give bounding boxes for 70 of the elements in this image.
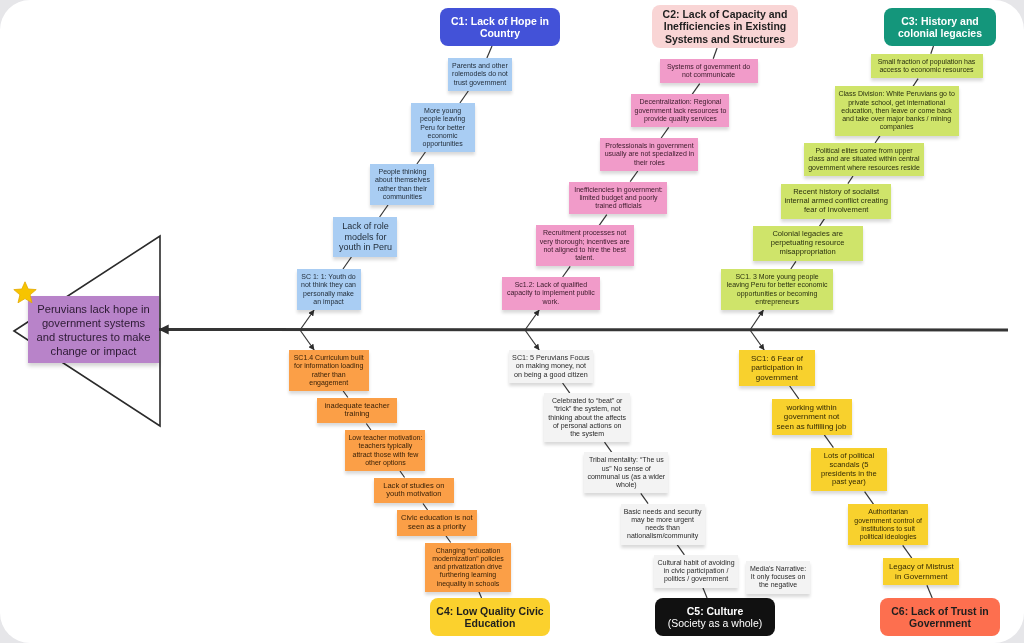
connector-line: [416, 151, 426, 165]
category-box: [652, 5, 798, 48]
connector-line: [702, 587, 708, 599]
note-text: Lack of role models for youth in Peru: [337, 221, 393, 253]
connector-line: [603, 441, 613, 453]
note-text: Legacy of Mistrust in Government: [887, 562, 955, 582]
connector-line: [629, 170, 639, 183]
connector-line: [486, 45, 493, 59]
connector-line: [640, 492, 649, 505]
arrow: [299, 329, 315, 351]
spine-arrow: [158, 324, 1008, 335]
connector-line: [660, 126, 670, 139]
connector-line: [847, 175, 854, 185]
connector-line: [790, 260, 797, 270]
category-box: [884, 8, 996, 46]
sticky-note: [752, 226, 863, 262]
sticky-note: [410, 103, 475, 153]
arrow: [749, 309, 764, 331]
connector-line: [478, 590, 483, 599]
category-title: C4: Low Quality Civic Education: [435, 604, 545, 630]
connector-line: [712, 47, 718, 60]
connector-line: [691, 83, 701, 95]
connector-line: [789, 385, 800, 400]
sticky-note: [738, 350, 815, 387]
connector-line: [912, 78, 919, 87]
sticky-note: [883, 558, 960, 586]
connector-line: [902, 544, 913, 559]
connector-line: [562, 382, 571, 394]
connector-line: [422, 502, 429, 511]
sticky-note: [317, 397, 398, 424]
connector-line: [926, 584, 933, 599]
connector-line: [459, 90, 469, 104]
category-title: C3: History and colonial legacies: [896, 14, 983, 40]
arrow: [524, 329, 540, 351]
problem-statement: Peruvians lack hope in government systems and structures to make change or impact: [35, 301, 152, 358]
connector-line: [676, 544, 685, 556]
connector-line: [342, 390, 349, 399]
category-box: [440, 8, 560, 46]
problem-box: [28, 296, 159, 363]
arrow: [299, 309, 315, 331]
arrow: [749, 329, 765, 351]
sticky-note: [810, 447, 887, 492]
connector-line: [874, 134, 881, 144]
connector-line: [445, 535, 452, 544]
connector-line: [399, 470, 406, 479]
sticky-note: [373, 477, 454, 504]
category-box: [880, 598, 1000, 636]
connector-line: [342, 256, 352, 270]
connector-line: [864, 491, 875, 505]
category-title: C2: Lack of Capacity and Inefficiencies in Existing Systems and Structures: [661, 7, 789, 46]
category-title: C1: Lack of Hope in Country: [450, 14, 550, 40]
connector-line: [823, 434, 834, 449]
sticky-note: [870, 53, 983, 79]
category-subtitle: (Society as a whole): [667, 617, 763, 630]
category-box: [430, 598, 550, 636]
connector-line: [562, 265, 571, 278]
category-box: [655, 598, 775, 636]
connector-line: [598, 214, 608, 226]
connector-line: [818, 218, 826, 227]
category-title: C5: Culture: [686, 604, 744, 617]
connector-line: [930, 45, 935, 55]
connector-line: [365, 422, 372, 431]
note-text: working within government not seen as fulfilling job: [775, 402, 848, 432]
category-title: C6: Lack of Trust in Government: [890, 604, 990, 630]
arrow: [524, 309, 540, 331]
note-text: SC1: 6 Fear of participation in government: [749, 354, 804, 383]
sticky-note: [425, 542, 511, 592]
sticky-note: [848, 504, 929, 546]
connector-line: [379, 204, 389, 218]
sticky-note: [659, 58, 758, 84]
